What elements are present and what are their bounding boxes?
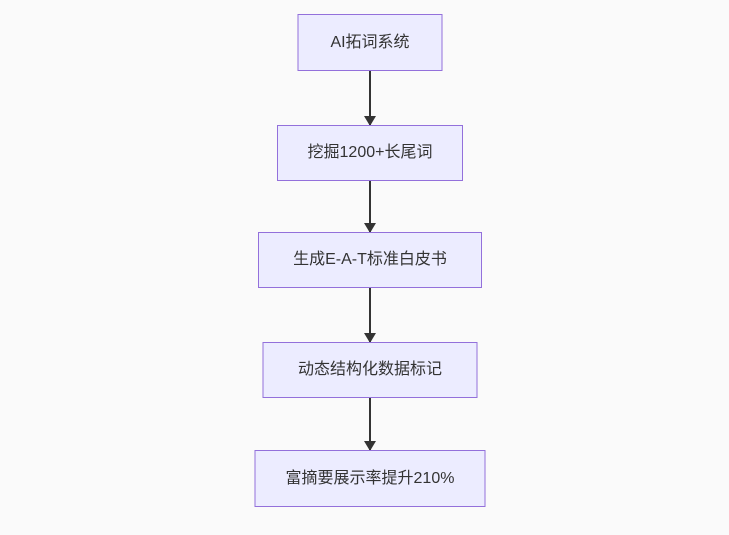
node-label: 富摘要展示率提升210% [285,469,455,487]
node-structured-data-markup: 动态结构化数据标记 [262,342,478,398]
arrowhead-down-icon [364,223,376,233]
arrow-line [369,71,371,125]
node-label: 生成E-A-T标准白皮书 [293,251,447,268]
arrow-line [369,288,371,342]
node-eat-whitepaper: 生成E-A-T标准白皮书 [258,232,482,288]
node-rich-snippet-result: 富摘要展示率提升210% [254,450,486,507]
arrowhead-down-icon [364,333,376,343]
node-label: AI拓词系统 [330,33,410,51]
node-longtail-mining: 挖掘1200+长尾词 [277,125,463,181]
arrowhead-down-icon [364,441,376,451]
node-label: 挖掘1200+长尾词 [307,144,433,161]
node-ai-expansion-system: AI拓词系统 [297,14,443,71]
arrow-line [369,398,371,450]
node-label: 动态结构化数据标记 [297,361,442,378]
arrowhead-down-icon [364,116,376,126]
arrow-line [369,181,371,232]
